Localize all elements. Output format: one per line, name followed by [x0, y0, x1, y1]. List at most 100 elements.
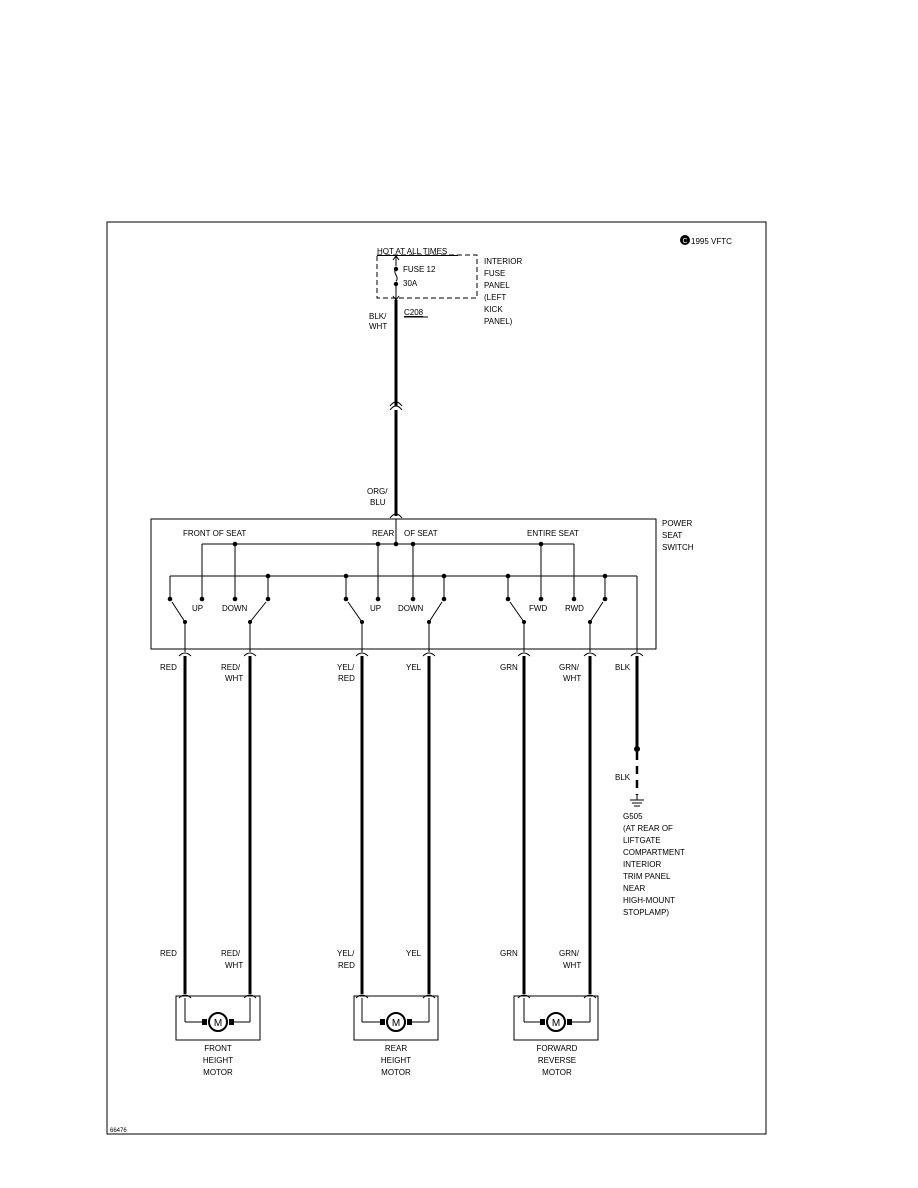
output-wire-6: [583, 652, 597, 999]
wire-2-label-top-2: WHT: [225, 674, 243, 683]
motor-1-label-3: MOTOR: [203, 1068, 233, 1077]
entire-seat-label: ENTIRE SEAT: [527, 529, 579, 538]
motor-2: M: [353, 995, 439, 1041]
wire-6-label-top-1: GRN/: [559, 663, 580, 672]
fuse-rating: 30A: [403, 279, 418, 288]
fuse-panel-name-1: INTERIOR: [484, 257, 522, 266]
motor-3: M: [513, 995, 599, 1041]
contact-fwd: FWD: [529, 604, 547, 613]
diagram-id: 66476: [110, 1128, 127, 1134]
feed-wire-color-bottom-1: ORG/: [367, 487, 388, 496]
copyright-mark: C 1995 VFTC: [680, 235, 732, 246]
fuse-panel-name-4: (LEFT: [484, 293, 506, 302]
motor-1: M: [175, 995, 261, 1041]
motor-3-label-2: REVERSE: [538, 1056, 576, 1065]
ground-location-4: COMPARTMENT: [623, 848, 685, 857]
motor-2-label-2: HEIGHT: [381, 1056, 411, 1065]
ground-location-2: (AT REAR OF: [623, 824, 673, 833]
output-wire-2: [243, 652, 257, 999]
ground-wire-label-mid: BLK: [615, 773, 631, 782]
wire-6-label-top-2: WHT: [563, 674, 581, 683]
wire-1-label-bottom: RED: [160, 949, 177, 958]
front-of-seat-label: FRONT OF SEAT: [183, 529, 246, 538]
switch-outline: [150, 518, 657, 650]
motor-symbol: M: [214, 1018, 222, 1029]
wire-4-label-top: YEL: [406, 663, 422, 672]
contact-rwd: RWD: [565, 604, 584, 613]
motor-1-housing: [175, 995, 261, 1041]
motor-2-label-3: MOTOR: [381, 1068, 411, 1077]
wire-2-label-bottom-1: RED/: [221, 949, 241, 958]
motor-icon: [386, 1012, 406, 1032]
wire-5-label-bottom: GRN: [500, 949, 518, 958]
wire-6-label-bottom-2: WHT: [563, 961, 581, 970]
motor-1-label-1: FRONT: [204, 1044, 232, 1053]
wire-labels-bottom: RED RED/ WHT YEL/ RED YEL GRN GRN/ WHT: [160, 949, 581, 970]
rear-of-seat-label-b: OF SEAT: [404, 529, 438, 538]
feed-wire: BLK/ WHT ORG/ BLU: [367, 300, 403, 519]
ground-location-8: HIGH-MOUNT: [623, 896, 675, 905]
fuse-panel-name-6: PANEL): [484, 317, 513, 326]
contact-rear-down: DOWN: [398, 604, 424, 613]
ground-wire-label-top: BLK: [615, 663, 631, 672]
contact-front-down: DOWN: [222, 604, 248, 613]
fuse-number: FUSE 12: [403, 265, 436, 274]
motor-2-housing: [353, 995, 439, 1041]
ground-location-9: STOPLAMP): [623, 908, 669, 917]
ground-location-6: TRIM PANEL: [623, 872, 671, 881]
ground-circuit: BLK G505 (AT REAR OF LIFTGATE COMPARTMEN…: [615, 652, 685, 917]
feed-wire-color-bottom-2: BLU: [370, 498, 386, 507]
copyright-text: 1995 VFTC: [691, 237, 732, 246]
output-wire-1: [178, 652, 192, 999]
motor-symbol: M: [392, 1018, 400, 1029]
motor-icon: [208, 1012, 228, 1032]
connector-c208: C208: [404, 308, 424, 317]
motor-icon: [546, 1012, 566, 1032]
motor-3-label-3: MOTOR: [542, 1068, 572, 1077]
power-seat-switch: POWER SEAT SWITCH FRONT OF SEAT REAR OF …: [150, 518, 694, 652]
ground-location-7: NEAR: [623, 884, 645, 893]
feed-wire-color-top-2: WHT: [369, 322, 387, 331]
diagram-frame: [106, 221, 767, 1135]
output-wire-4: [422, 652, 436, 999]
switch-blades: [171, 601, 604, 652]
output-wire-3: [355, 652, 369, 999]
switch-title-1: POWER: [662, 519, 692, 528]
wire-3-label-bottom-2: RED: [338, 961, 355, 970]
wire-5-label-top: GRN: [500, 663, 518, 672]
fuse-panel-name-5: KICK: [484, 305, 503, 314]
motor-1-label-2: HEIGHT: [203, 1056, 233, 1065]
wire-3-label-bottom-1: YEL/: [337, 949, 355, 958]
fuse-panel-name-2: FUSE: [484, 269, 505, 278]
wire-labels-top: RED RED/ WHT YEL/ RED YEL GRN GRN/ WHT B…: [160, 663, 631, 683]
wire-3-label-top-2: RED: [338, 674, 355, 683]
ground-location-1: G505: [623, 812, 643, 821]
wire-1-label-top: RED: [160, 663, 177, 672]
fuse-panel: HOT AT ALL TIMES FUSE 12 30A INTERIOR FU…: [376, 247, 522, 326]
motor-3-housing: [513, 995, 599, 1041]
output-wires: [178, 652, 597, 999]
motor-3-label-1: FORWARD: [537, 1044, 578, 1053]
rear-of-seat-label-a: REAR: [372, 529, 394, 538]
switch-title-2: SEAT: [662, 531, 682, 540]
fuse-panel-outline: [376, 254, 478, 299]
copyright-symbol: C: [682, 238, 687, 245]
fuse-icon: [394, 268, 398, 282]
feed-wire-color-top-1: BLK/: [369, 312, 387, 321]
wire-2-label-top-1: RED/: [221, 663, 241, 672]
output-wire-5: [517, 652, 531, 999]
wire-3-label-top-1: YEL/: [337, 663, 355, 672]
contact-front-up: UP: [192, 604, 203, 613]
motor-symbol: M: [552, 1018, 560, 1029]
motor-2-label-1: REAR: [385, 1044, 407, 1053]
switch-title-3: SWITCH: [662, 543, 694, 552]
wire-4-label-bottom: YEL: [406, 949, 422, 958]
hot-at-all-times-label: HOT AT ALL TIMES: [377, 247, 447, 256]
wire-6-label-bottom-1: GRN/: [559, 949, 580, 958]
ground-location-3: LIFTGATE: [623, 836, 661, 845]
ground-location-5: INTERIOR: [623, 860, 661, 869]
fuse-panel-name-3: PANEL: [484, 281, 510, 290]
contact-rear-up: UP: [370, 604, 381, 613]
